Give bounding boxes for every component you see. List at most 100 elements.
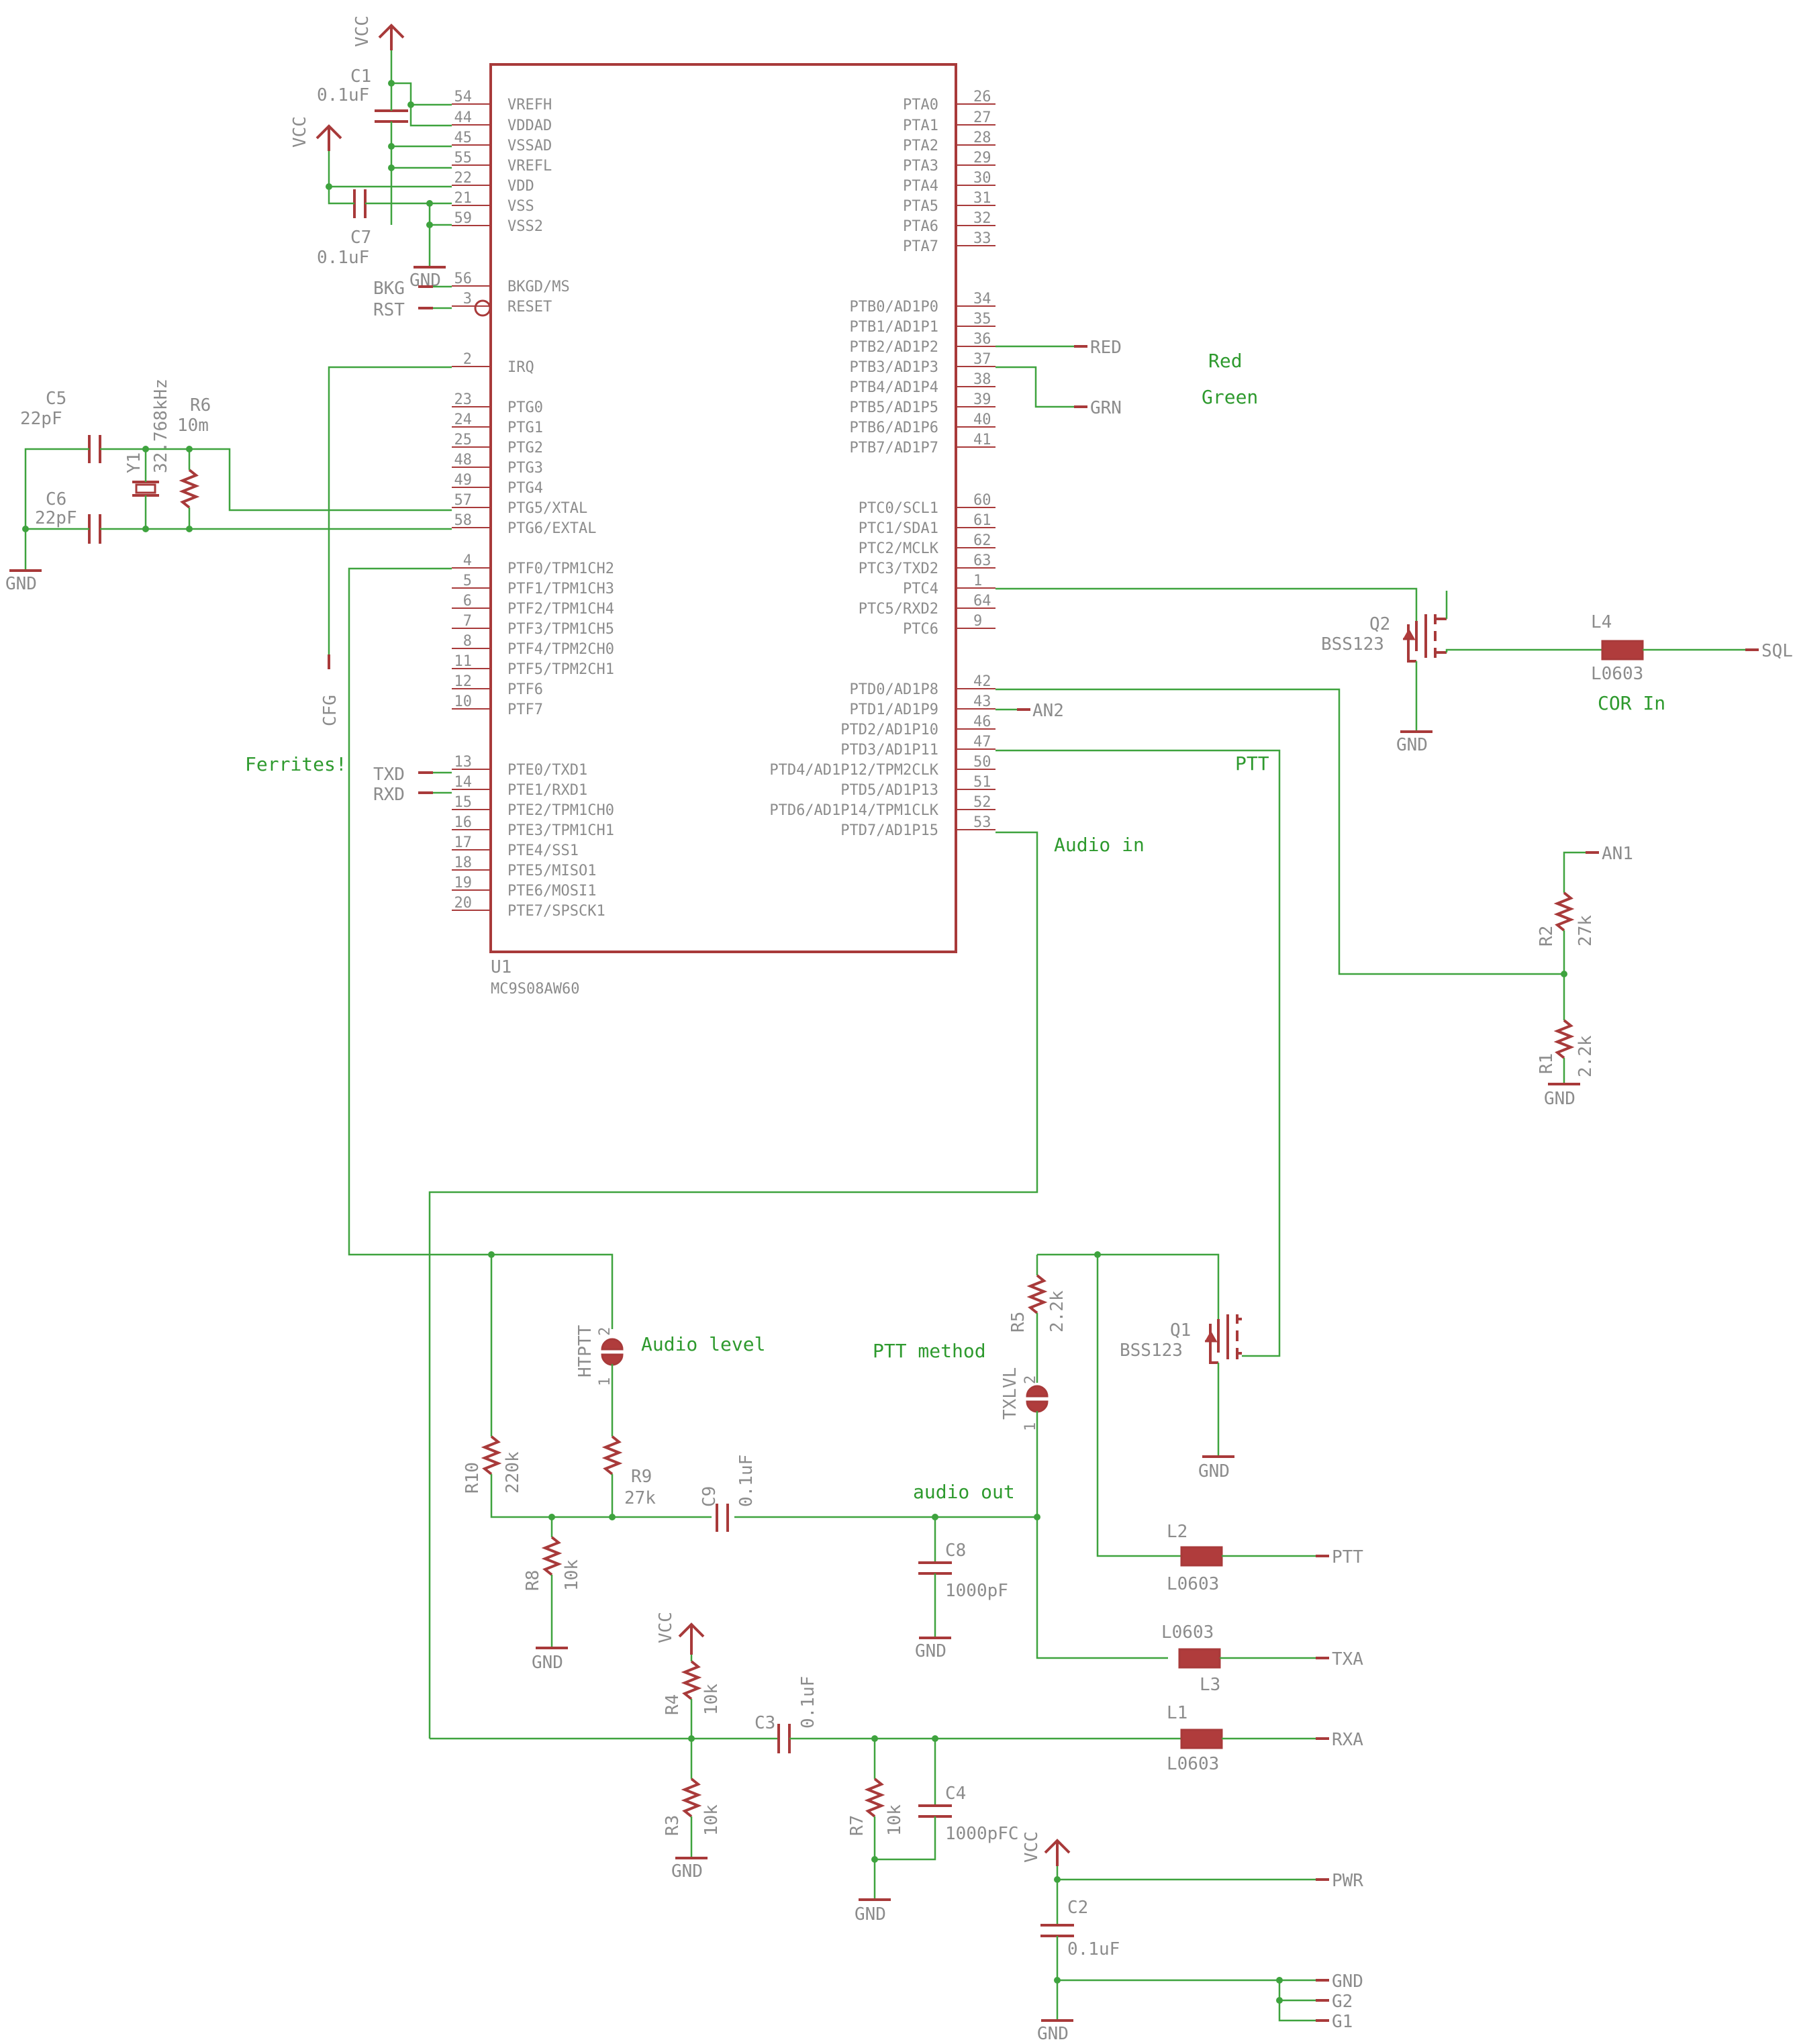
r6-value: 10m <box>177 416 209 436</box>
mcu-pin-number: 6 <box>463 593 472 610</box>
resistor-r6 <box>179 469 200 509</box>
an2-label: AN2 <box>1032 701 1064 721</box>
r8-value: 10k <box>562 1559 582 1591</box>
mosfet-q1 <box>1205 1314 1242 1364</box>
gnd-label-q2: GND <box>1396 735 1428 755</box>
mcu-pin-number: 33 <box>973 230 991 247</box>
capacitor-c5 <box>88 435 101 463</box>
mcu-pin-name: VDDAD <box>507 117 552 134</box>
resistor-r2 <box>1553 891 1575 932</box>
mcu-pin-name: PTB6/AD1P6 <box>850 420 938 436</box>
r10-value: 220k <box>503 1451 523 1494</box>
txlvl-pin2: 2 <box>1022 1375 1039 1384</box>
q2-ref: Q2 <box>1369 614 1390 634</box>
mcu-pin-number: 62 <box>973 532 991 549</box>
mcu-pin-name: PTF3/TPM1CH5 <box>507 621 614 638</box>
mcu-pin-name: PTG5/XTAL <box>507 500 587 517</box>
txlvl-ref: TXLVL <box>1000 1367 1020 1420</box>
mcu-pin-number: 45 <box>454 130 473 146</box>
r6-ref: R6 <box>190 395 211 416</box>
mcu-pin-name: VREFL <box>507 158 552 175</box>
mcu-pin-name: PTD6/AD1P14/TPM1CLK <box>769 802 938 819</box>
g1-label: G1 <box>1332 2012 1353 2032</box>
mosfet-q2 <box>1403 614 1447 663</box>
l1-ref: L1 <box>1167 1703 1187 1723</box>
gnd-connector-label: GND <box>1332 1972 1363 1992</box>
mcu-pin-number: 42 <box>973 673 991 690</box>
bkg-label: BKG <box>373 279 405 299</box>
mcu-pin-number: 9 <box>973 613 982 630</box>
grn-label: GRN <box>1090 398 1122 418</box>
mcu-pin-number: 3 <box>463 291 472 307</box>
r2-value: 27k <box>1575 915 1596 946</box>
ptd7-wire <box>428 831 1038 1739</box>
mcu-pin-number: 53 <box>973 814 991 831</box>
mcu-pin-name: PTB4/AD1P4 <box>850 379 938 396</box>
mcu-pin-name: PTE1/RXD1 <box>507 782 587 799</box>
mcu-pin-name: PTA0 <box>903 97 938 113</box>
note-red: Red <box>1208 350 1243 372</box>
vcc-symbol-mid: VCC <box>290 116 342 151</box>
c4-ref: C4 <box>945 1784 966 1804</box>
mcu-pin-number: 23 <box>454 391 473 408</box>
q1-ref: Q1 <box>1170 1320 1191 1341</box>
mcu-pin-number: 20 <box>454 895 473 912</box>
mcu-pin-number: 29 <box>973 150 991 166</box>
mcu-pin-number: 51 <box>973 774 991 791</box>
note-ptt: PTT <box>1235 752 1269 775</box>
mcu-pin-name: PTC0/SCL1 <box>859 500 938 517</box>
mcu-pin-number: 47 <box>973 734 991 750</box>
mcu-pin-name: PTG4 <box>507 480 543 497</box>
an1-label: AN1 <box>1602 844 1633 864</box>
mcu-pin-name: PTE2/TPM1CH0 <box>507 802 614 819</box>
ptf0-wire <box>348 567 614 1329</box>
mcu-pin-name: PTF2/TPM1CH4 <box>507 601 614 618</box>
mcu-pin-name: PTG1 <box>507 420 543 436</box>
mcu-pin-number: 57 <box>454 492 473 509</box>
mcu-pin-name: PTA6 <box>903 218 938 235</box>
htptt-pin1: 1 <box>597 1377 614 1386</box>
y1-value: 32.768kHz <box>151 379 171 473</box>
capacitor-c1 <box>375 109 408 123</box>
red-label: RED <box>1090 338 1122 358</box>
y1-ref: Y1 <box>124 452 144 473</box>
q1-value: BSS123 <box>1120 1341 1183 1361</box>
ferrite-l3 <box>1178 1648 1221 1669</box>
sql-label: SQL <box>1761 641 1793 661</box>
mcu-pin-number: 2 <box>463 351 472 368</box>
htptt-pin2: 2 <box>597 1327 614 1336</box>
mcu-pin-number: 19 <box>454 875 473 891</box>
crystal-y1 <box>132 481 159 497</box>
mcu-pin-number: 39 <box>973 391 991 408</box>
mcu-pin-name: RESET <box>507 299 552 315</box>
mcu-pin-number: 36 <box>973 331 991 348</box>
mcu-pin-number: 59 <box>454 210 473 227</box>
mcu-pin-name: PTE7/SPSCK1 <box>507 903 605 920</box>
mcu-pin-name: PTD2/AD1P10 <box>840 722 938 738</box>
mcu-pin-number: 43 <box>973 693 991 710</box>
mcu-pin-name: PTB2/AD1P2 <box>850 339 938 356</box>
rxa-label: RXA <box>1332 1730 1363 1750</box>
mcu-pin-number: 41 <box>973 432 991 448</box>
r2-ref: R2 <box>1537 926 1557 946</box>
mcu-pin-name: PTE4/SS1 <box>507 842 579 859</box>
mcu-pin-number: 34 <box>973 291 991 307</box>
gnd-label-r8: GND <box>532 1653 563 1673</box>
mcu-pin-number: 56 <box>454 271 473 287</box>
mcu-pin-number: 14 <box>454 774 473 791</box>
r1-ref: R1 <box>1537 1053 1557 1074</box>
resistor-r8 <box>541 1536 563 1576</box>
r7-ref: R7 <box>847 1815 867 1836</box>
jumper-htptt <box>601 1338 624 1366</box>
mcu-pin-number: 25 <box>454 432 473 448</box>
gnd-label-c8: GND <box>915 1641 946 1661</box>
mcu-pin-number: 28 <box>973 130 991 146</box>
mcu-pin-name: PTC3/TXD2 <box>859 561 938 577</box>
mcu-pin-number: 35 <box>973 311 991 328</box>
mcu-pin-name: VREFH <box>507 97 552 113</box>
gnd-label-q1: GND <box>1198 1461 1230 1481</box>
l3-ref: L3 <box>1200 1675 1220 1695</box>
gnd-label-c2: GND <box>1037 2024 1069 2044</box>
mcu-pin-name: PTG6/EXTAL <box>507 520 596 537</box>
mcu-pin-number: 1 <box>973 573 982 589</box>
